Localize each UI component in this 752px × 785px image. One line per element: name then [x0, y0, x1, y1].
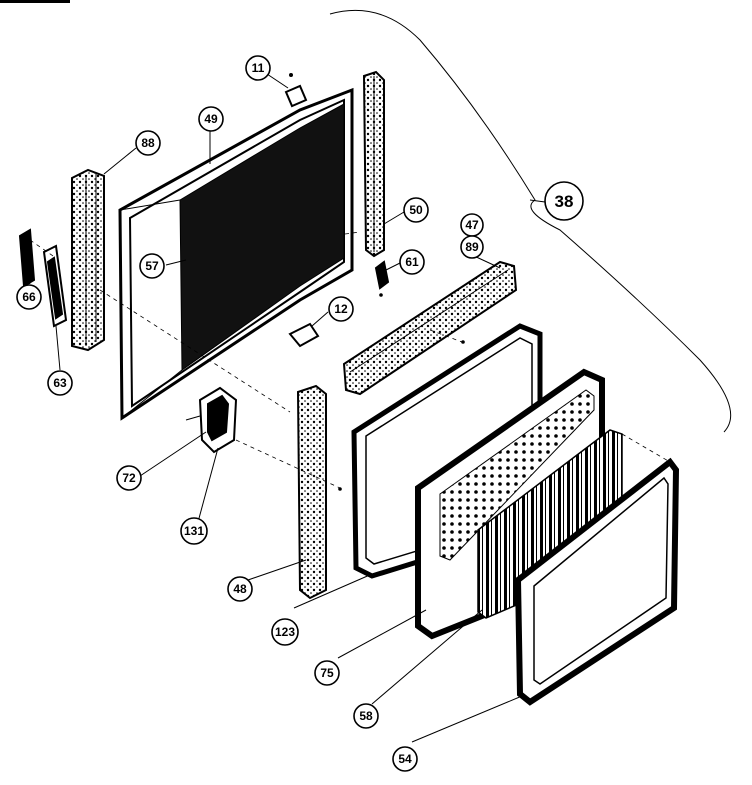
svg-text:88: 88: [141, 136, 155, 150]
callout-88: 88: [135, 130, 161, 156]
callout-12: 12: [328, 296, 354, 322]
callout-123: 123: [271, 618, 299, 646]
group-bracket-38: [329, 9, 732, 433]
callout-11: 11: [245, 55, 271, 81]
svg-text:75: 75: [320, 666, 334, 680]
leader-lines: [23, 71, 546, 743]
part-47-89-trim-bar: [342, 260, 518, 396]
part-63-side-panel: [42, 244, 68, 328]
callout-63: 63: [47, 370, 73, 396]
part-72-131-support: [185, 386, 238, 454]
svg-text:54: 54: [398, 752, 412, 766]
callout-50: 50: [403, 197, 429, 223]
svg-text:123: 123: [275, 625, 295, 639]
svg-text:11: 11: [252, 61, 265, 75]
callout-49: 49: [198, 106, 224, 132]
svg-text:63: 63: [53, 376, 67, 390]
svg-text:50: 50: [409, 203, 423, 217]
callout-75: 75: [314, 660, 340, 686]
callout-72: 72: [116, 465, 142, 491]
part-66-clip: [18, 228, 36, 288]
callout-57: 57: [139, 253, 165, 279]
page-edge-mark: [0, 0, 70, 3]
svg-text:47: 47: [465, 218, 479, 232]
svg-text:72: 72: [122, 471, 136, 485]
part-50-right-rail: [362, 70, 385, 258]
part-49-main-frame: [118, 87, 354, 421]
callout-47: 47: [460, 213, 484, 237]
svg-text:48: 48: [233, 582, 247, 596]
callout-89: 89: [460, 235, 484, 259]
part-54-front-frame: [514, 457, 680, 706]
callout-66: 66: [16, 284, 42, 310]
callout-61: 61: [399, 249, 425, 275]
callout-131: 131: [180, 517, 208, 545]
callout-38: 38: [544, 181, 584, 221]
callout-54: 54: [392, 746, 418, 772]
svg-text:38: 38: [555, 192, 574, 211]
part-12-bottom-bracket: [288, 322, 320, 348]
svg-text:49: 49: [204, 112, 218, 126]
svg-text:58: 58: [359, 709, 373, 723]
part-88-side-rail: [71, 168, 105, 352]
part-48-vertical-strip: [296, 384, 327, 600]
svg-text:61: 61: [405, 255, 419, 269]
svg-text:66: 66: [22, 290, 36, 304]
svg-text:57: 57: [145, 259, 159, 273]
callout-58: 58: [353, 703, 379, 729]
svg-text:89: 89: [465, 240, 479, 254]
part-61-latch: [374, 260, 390, 297]
part-11-top-bracket: [284, 73, 308, 108]
alignment-lines: [29, 231, 671, 489]
callout-48: 48: [227, 576, 253, 602]
svg-text:12: 12: [334, 302, 348, 316]
svg-text:131: 131: [184, 524, 204, 538]
